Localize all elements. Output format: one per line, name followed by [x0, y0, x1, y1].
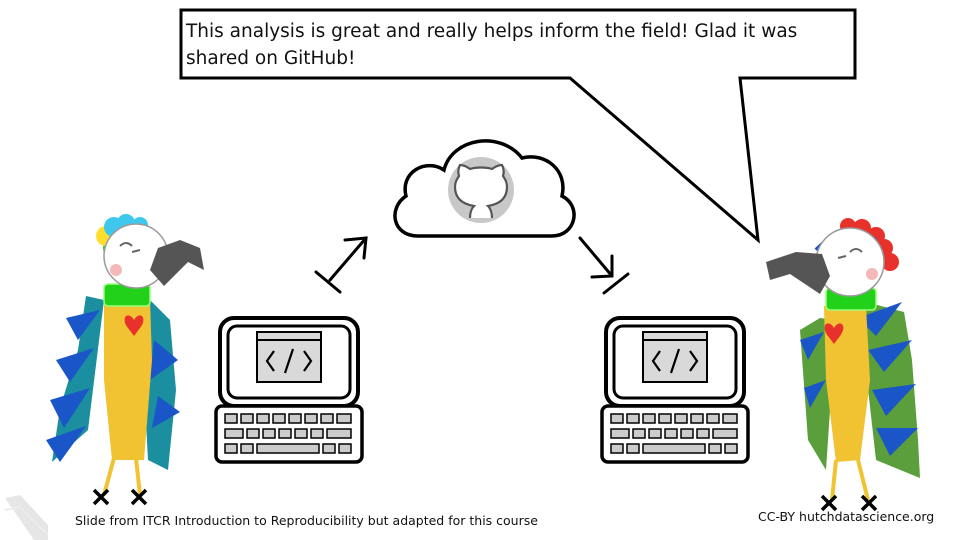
speech-bubble-text: This analysis is great and really helps …	[186, 21, 798, 69]
left-bird	[46, 214, 204, 506]
computer-icon	[214, 316, 364, 464]
license-credit: CC-BY hutchdatascience.org	[758, 509, 935, 524]
ribbon-watermark-icon	[4, 495, 49, 540]
slide-credit: Slide from ITCR Introduction to Reproduc…	[75, 513, 538, 528]
computer-icon	[600, 316, 750, 464]
download-arrow-icon	[578, 236, 630, 295]
right-bird	[766, 218, 920, 512]
speech-bubble	[179, 8, 857, 244]
cloud-icon	[393, 139, 576, 238]
github-logo-icon	[448, 157, 514, 223]
upload-arrow-icon	[314, 236, 368, 294]
